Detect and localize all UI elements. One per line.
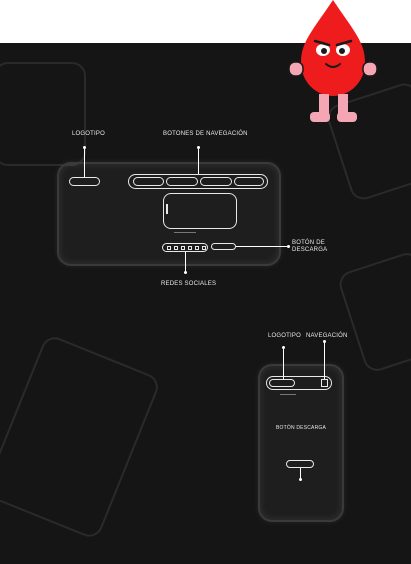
desktop-social-label: REDES SOCIALES bbox=[161, 281, 217, 287]
mobile-download-label: BOTÓN DESCARGA bbox=[276, 425, 327, 431]
social-icon bbox=[181, 245, 185, 250]
leader-dot bbox=[83, 146, 86, 149]
leader-line bbox=[236, 246, 287, 247]
leader-dot bbox=[323, 340, 326, 343]
desktop-logo-label: LOGOTIPO bbox=[72, 131, 105, 137]
social-icon bbox=[202, 245, 206, 250]
desktop-nav-label: BOTONES DE NAVEGACIÓN bbox=[163, 131, 248, 137]
mobile-header-bar bbox=[266, 376, 332, 390]
leader-dot bbox=[287, 245, 290, 248]
leader-line bbox=[185, 252, 186, 272]
desktop-download-placeholder bbox=[211, 243, 236, 250]
mobile-wireframe bbox=[258, 364, 344, 522]
social-icon bbox=[188, 245, 192, 250]
device-mockup bbox=[163, 193, 237, 229]
background-shape bbox=[0, 333, 163, 541]
mobile-nav-label: NAVEGACIÓN bbox=[306, 333, 348, 339]
desktop-nav-bar bbox=[128, 174, 268, 189]
mascot-icon bbox=[288, 0, 378, 122]
background-shape bbox=[335, 249, 411, 375]
desktop-nav-button bbox=[166, 177, 198, 186]
leader-line bbox=[84, 148, 85, 177]
device-notch bbox=[166, 204, 168, 214]
desktop-logo-placeholder bbox=[69, 177, 100, 186]
desktop-nav-button bbox=[234, 177, 264, 186]
leader-dot bbox=[197, 146, 200, 149]
mobile-download-placeholder bbox=[286, 460, 314, 468]
leader-line bbox=[283, 348, 284, 379]
mobile-logo-label: LOGOTIPO bbox=[268, 333, 301, 339]
desktop-nav-button bbox=[200, 177, 232, 186]
leader-dot bbox=[282, 346, 285, 349]
leader-dot bbox=[184, 271, 187, 274]
device-caption bbox=[174, 232, 196, 233]
social-icon bbox=[174, 245, 178, 250]
social-icon bbox=[195, 245, 199, 250]
background-shape bbox=[0, 62, 86, 166]
mobile-caption bbox=[280, 394, 296, 395]
hamburger-icon bbox=[321, 379, 328, 387]
desktop-social-bar bbox=[162, 243, 208, 252]
mobile-logo-placeholder bbox=[269, 379, 295, 387]
leader-line bbox=[198, 148, 199, 174]
desktop-nav-button bbox=[133, 177, 164, 186]
social-icon bbox=[167, 245, 171, 250]
leader-line bbox=[324, 342, 325, 379]
desktop-download-label: BOTÓN DE DESCARGA bbox=[292, 240, 328, 254]
leader-dot bbox=[299, 478, 302, 481]
leader-line bbox=[300, 468, 301, 479]
